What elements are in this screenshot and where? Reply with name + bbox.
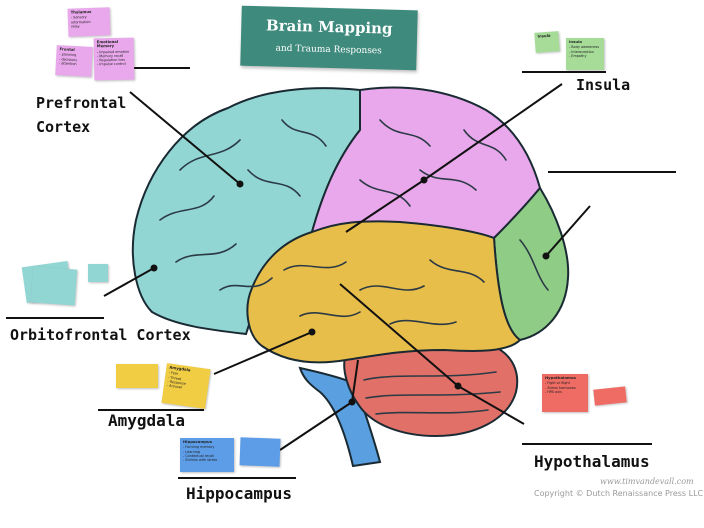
note-line: - Learning [183, 449, 201, 454]
title-banner: Brain Mapping and Trauma Responses [240, 5, 418, 71]
note-line: - Shrinks with stress [183, 458, 218, 463]
note-insula: Insula - Body awareness - Interoception … [566, 38, 604, 70]
temporal-lobe [246, 220, 522, 364]
note-hippocampus-small [239, 437, 281, 467]
note-line: - Body awareness [569, 45, 600, 50]
label-insula: Insula [576, 76, 631, 94]
website-credit: www.timvandevall.com [600, 477, 694, 486]
note-line: - attention [58, 61, 77, 67]
copyright-credit: Copyright © Dutch Renaissance Press LLC [534, 489, 704, 498]
note-line: relay [71, 24, 80, 29]
note-insula-small: Insula [534, 31, 560, 53]
note-line: - Empathy [569, 53, 587, 58]
banner-subtitle: and Trauma Responses [275, 43, 382, 57]
pointer-dots [150, 176, 550, 406]
note-amygdala-small [116, 364, 158, 388]
label-prefrontal-line2: Cortex [36, 118, 91, 136]
label-prefrontal-line1: Prefrontal [36, 94, 127, 112]
note-amygdala: Amygdala - Fear - Threat - Response - Ar… [161, 363, 211, 409]
label-hypothalamus: Hypothalamus [534, 452, 650, 471]
note-line: - Interoception [569, 49, 594, 54]
note-prefrontal-thalamus: Thalamus - Sensory information relay [67, 7, 111, 37]
brain-folds [159, 119, 549, 415]
label-amygdala: Amygdala [108, 411, 186, 430]
note-hypothalamus: Hypothalamus - Fight or flight - Stress … [542, 374, 588, 412]
note-line: - Stress hormones [545, 385, 576, 390]
note-hippocampus: Hippocampus - Forming memory - Learning … [180, 438, 234, 472]
note-prefrontal-emotional-memory: Emotional Memory - Impaired emotion - Me… [93, 37, 135, 81]
note-line: - Contextual recall [183, 453, 215, 458]
note-title: Insula [537, 32, 551, 39]
note-orbitofrontal-front [30, 266, 78, 306]
note-prefrontal-frontal: Frontal - planning - decisions - attenti… [55, 45, 93, 77]
label-orbitofrontal-cortex: Orbitofrontal Cortex [10, 326, 191, 344]
note-hypothalamus-small [593, 386, 627, 406]
note-line: - HPA axis [545, 389, 562, 394]
note-title: Insula [569, 39, 582, 44]
note-orbitofrontal-small [88, 264, 108, 282]
note-line: - Forming memory [183, 445, 215, 450]
note-title: Hippocampus [183, 439, 212, 444]
note-title: Hypothalamus [545, 375, 576, 380]
note-title: Emotional Memory [96, 38, 119, 49]
label-hippocampus: Hippocampus [186, 484, 292, 503]
note-line: - Fight or flight [545, 381, 570, 386]
pointer-lines [6, 67, 676, 479]
note-line: - Impulse control [97, 62, 126, 67]
banner-title: Brain Mapping [265, 16, 393, 38]
